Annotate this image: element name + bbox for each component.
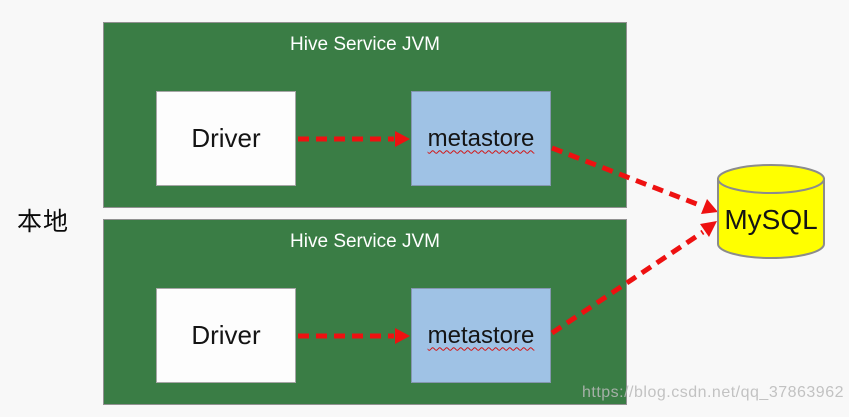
watermark: https://blog.csdn.net/qq_37863962 bbox=[581, 384, 844, 401]
driver-box: Driver bbox=[156, 91, 296, 186]
metastore-box: metastore bbox=[411, 288, 551, 383]
driver-label: Driver bbox=[191, 320, 261, 350]
side-label-local: 本地 bbox=[17, 208, 70, 236]
mysql-label: MySQL bbox=[724, 204, 817, 235]
metastore-label: metastore bbox=[427, 321, 535, 349]
metastore-box: metastore bbox=[411, 91, 551, 186]
hive-service-jvm-box-2: Hive Service JVM Driver metastore bbox=[103, 219, 627, 405]
metastore-label: metastore bbox=[427, 124, 535, 152]
driver-box: Driver bbox=[156, 288, 296, 383]
jvm-title: Hive Service JVM bbox=[290, 34, 440, 55]
jvm-title: Hive Service JVM bbox=[290, 231, 440, 252]
mysql-database-cylinder: MySQL bbox=[717, 164, 825, 259]
driver-label: Driver bbox=[191, 123, 261, 153]
hive-service-jvm-box-1: Hive Service JVM Driver metastore bbox=[103, 22, 627, 208]
